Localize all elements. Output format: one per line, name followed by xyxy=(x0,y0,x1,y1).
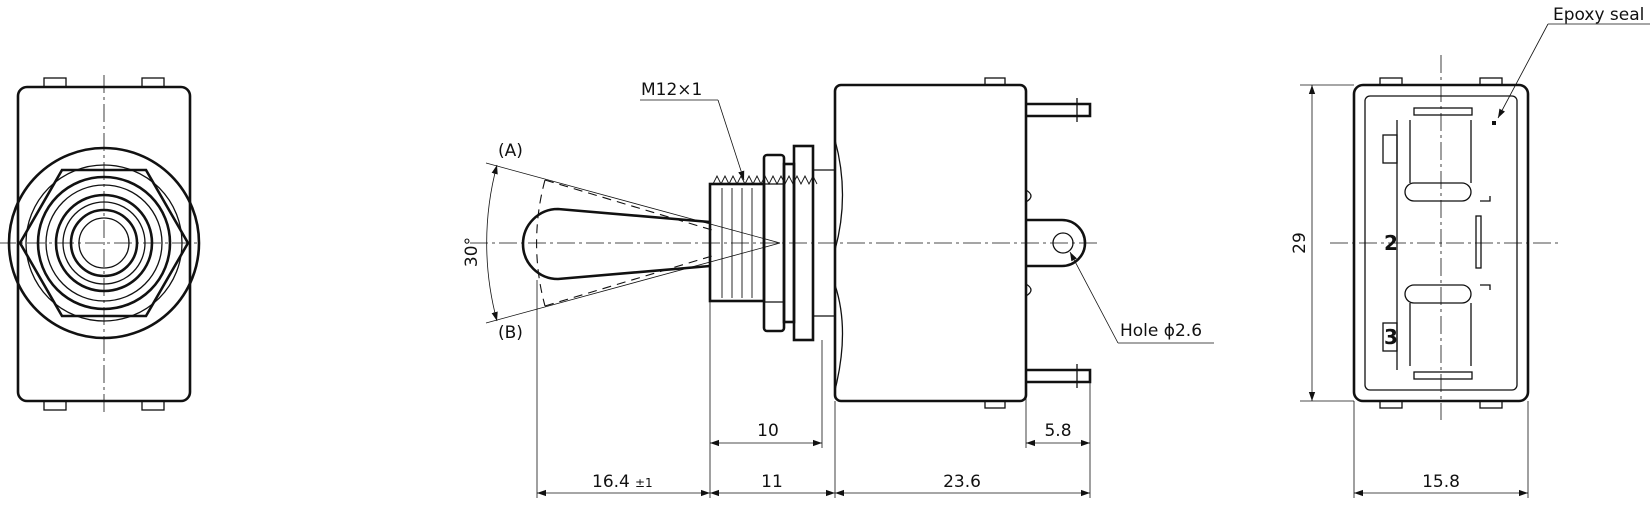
dim-16-4: 16.4 xyxy=(592,472,630,492)
side-view xyxy=(470,77,1214,498)
back-view xyxy=(1300,23,1650,498)
dim-23-6: 23.6 xyxy=(943,472,981,492)
position-b-label: (B) xyxy=(498,323,523,343)
front-view xyxy=(0,75,201,415)
epoxy-seal-label: Epoxy seal xyxy=(1553,5,1644,25)
thread-spec-label: M12×1 xyxy=(641,80,702,100)
dim-11: 11 xyxy=(761,472,783,492)
terminal-2-label: 2 xyxy=(1384,231,1398,255)
terminal-3-label: 3 xyxy=(1384,325,1398,349)
dim-5-8: 5.8 xyxy=(1044,421,1071,441)
dim-10: 10 xyxy=(757,421,779,441)
dim-29: 29 xyxy=(1290,232,1310,254)
dim-15-8: 15.8 xyxy=(1422,472,1460,492)
hole-label: Hole ϕ2.6 xyxy=(1120,321,1202,341)
position-a-label: (A) xyxy=(498,141,523,161)
angle-label: 30° xyxy=(462,237,482,267)
dim-16-4-tolerance: ±1 xyxy=(635,476,653,490)
